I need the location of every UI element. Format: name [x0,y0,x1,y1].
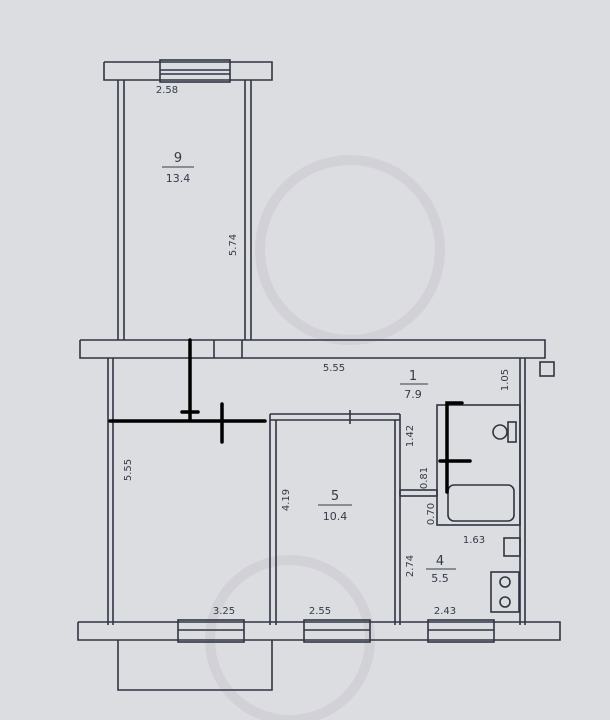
walls [77,59,561,691]
dim-bath-top: 1.42 [405,425,416,447]
room-4-area: 5.5 [431,572,449,585]
dim-top-width: 2.58 [156,85,178,96]
bathroom-block [436,404,521,526]
bottom-wall [77,621,561,641]
right-vent [539,361,555,377]
room-9-number: 9 [174,151,182,166]
toilet [492,424,508,440]
room-4-number: 4 [436,554,444,569]
room-9-area: 13.4 [166,172,191,185]
bathtub [447,484,515,522]
hand-marks [108,338,472,494]
dim-bottom-mid: 2.55 [309,606,331,617]
toilet-tank [507,421,517,443]
bottom-window-3 [427,619,495,643]
dim-bath-small: 0.81 [419,467,430,489]
dim-bottom-right: 2.43 [434,606,456,617]
dim-room5-height: 4.19 [281,489,292,511]
bottom-window-1 [177,619,245,643]
stove-burner-2 [499,596,511,608]
top-wall [103,61,273,81]
dim-bottom-left: 3.25 [213,606,235,617]
kitchen-sink [503,537,521,557]
room-1-area: 7.9 [404,388,422,401]
room-1-number: 1 [409,369,417,384]
room-5-area: 10.4 [323,510,348,523]
wc-partition [399,489,438,497]
stove-burner-1 [499,576,511,588]
middle-wall [79,339,546,359]
dim-bath-width: 1.63 [463,535,485,546]
dim-left-height: 5.55 [123,459,134,481]
dim-room9-height: 5.74 [228,234,239,256]
room-5-number: 5 [331,489,339,504]
balcony [117,640,273,691]
bottom-window-2 [303,619,371,643]
dim-kitchen-height: 2.74 [405,555,416,577]
dim-right-small: 1.05 [500,369,511,391]
dim-corridor-width: 5.55 [323,363,345,374]
top-window [159,59,231,83]
dim-bath-height: 0.70 [426,503,437,525]
stove [490,571,520,613]
